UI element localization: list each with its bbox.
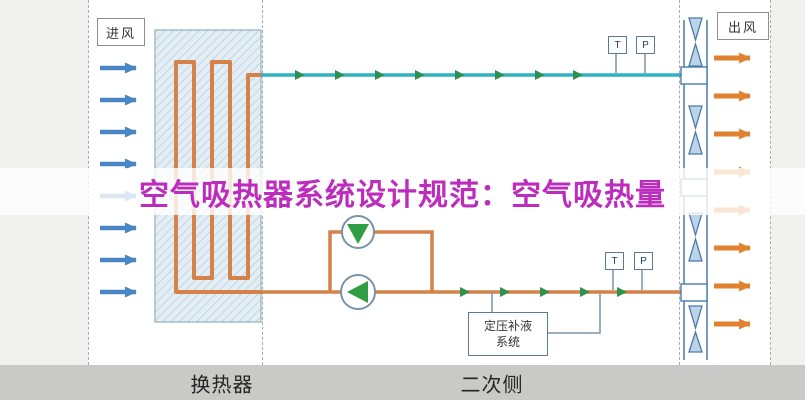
fan-blades (688, 17, 703, 353)
fan-duct-port-bottom (680, 283, 708, 302)
return-flow-arrows (460, 287, 627, 297)
air-inlet-label: 进风 (97, 18, 145, 46)
inlet-air-arrows (100, 62, 137, 298)
pump-bottom (340, 274, 376, 310)
pressure-makeup-connections (491, 292, 601, 334)
system-diagram (100, 17, 751, 360)
pressure-sensor-top: P (636, 36, 655, 54)
pump-top (341, 215, 375, 249)
air-outlet-label: 出风 (717, 12, 769, 40)
temperature-sensor-top: T (608, 36, 627, 54)
temperature-sensor-mid: T (605, 252, 624, 270)
pressure-makeup-line1: 定压补液 (483, 318, 532, 333)
pressure-sensor-mid: P (634, 252, 653, 270)
fan-duct-port-top (680, 66, 708, 85)
supply-pipe (261, 70, 686, 80)
supply-flow-arrows (295, 70, 583, 80)
banner-title: 空气吸热器系统设计规范：空气吸热量 (139, 178, 666, 212)
title-banner: 空气吸热器系统设计规范：空气吸热量 (0, 168, 805, 215)
pressure-makeup-line2: 系统 (495, 335, 520, 349)
return-pipe (261, 230, 686, 297)
footer-bar: 换热器 二次侧 (0, 365, 805, 400)
secondary-side-caption: 二次侧 (460, 374, 524, 396)
sensor-stems (612, 52, 646, 290)
pressure-makeup-box: 定压补液 系统 (468, 312, 548, 356)
heat-exchanger-caption: 换热器 (190, 374, 254, 396)
